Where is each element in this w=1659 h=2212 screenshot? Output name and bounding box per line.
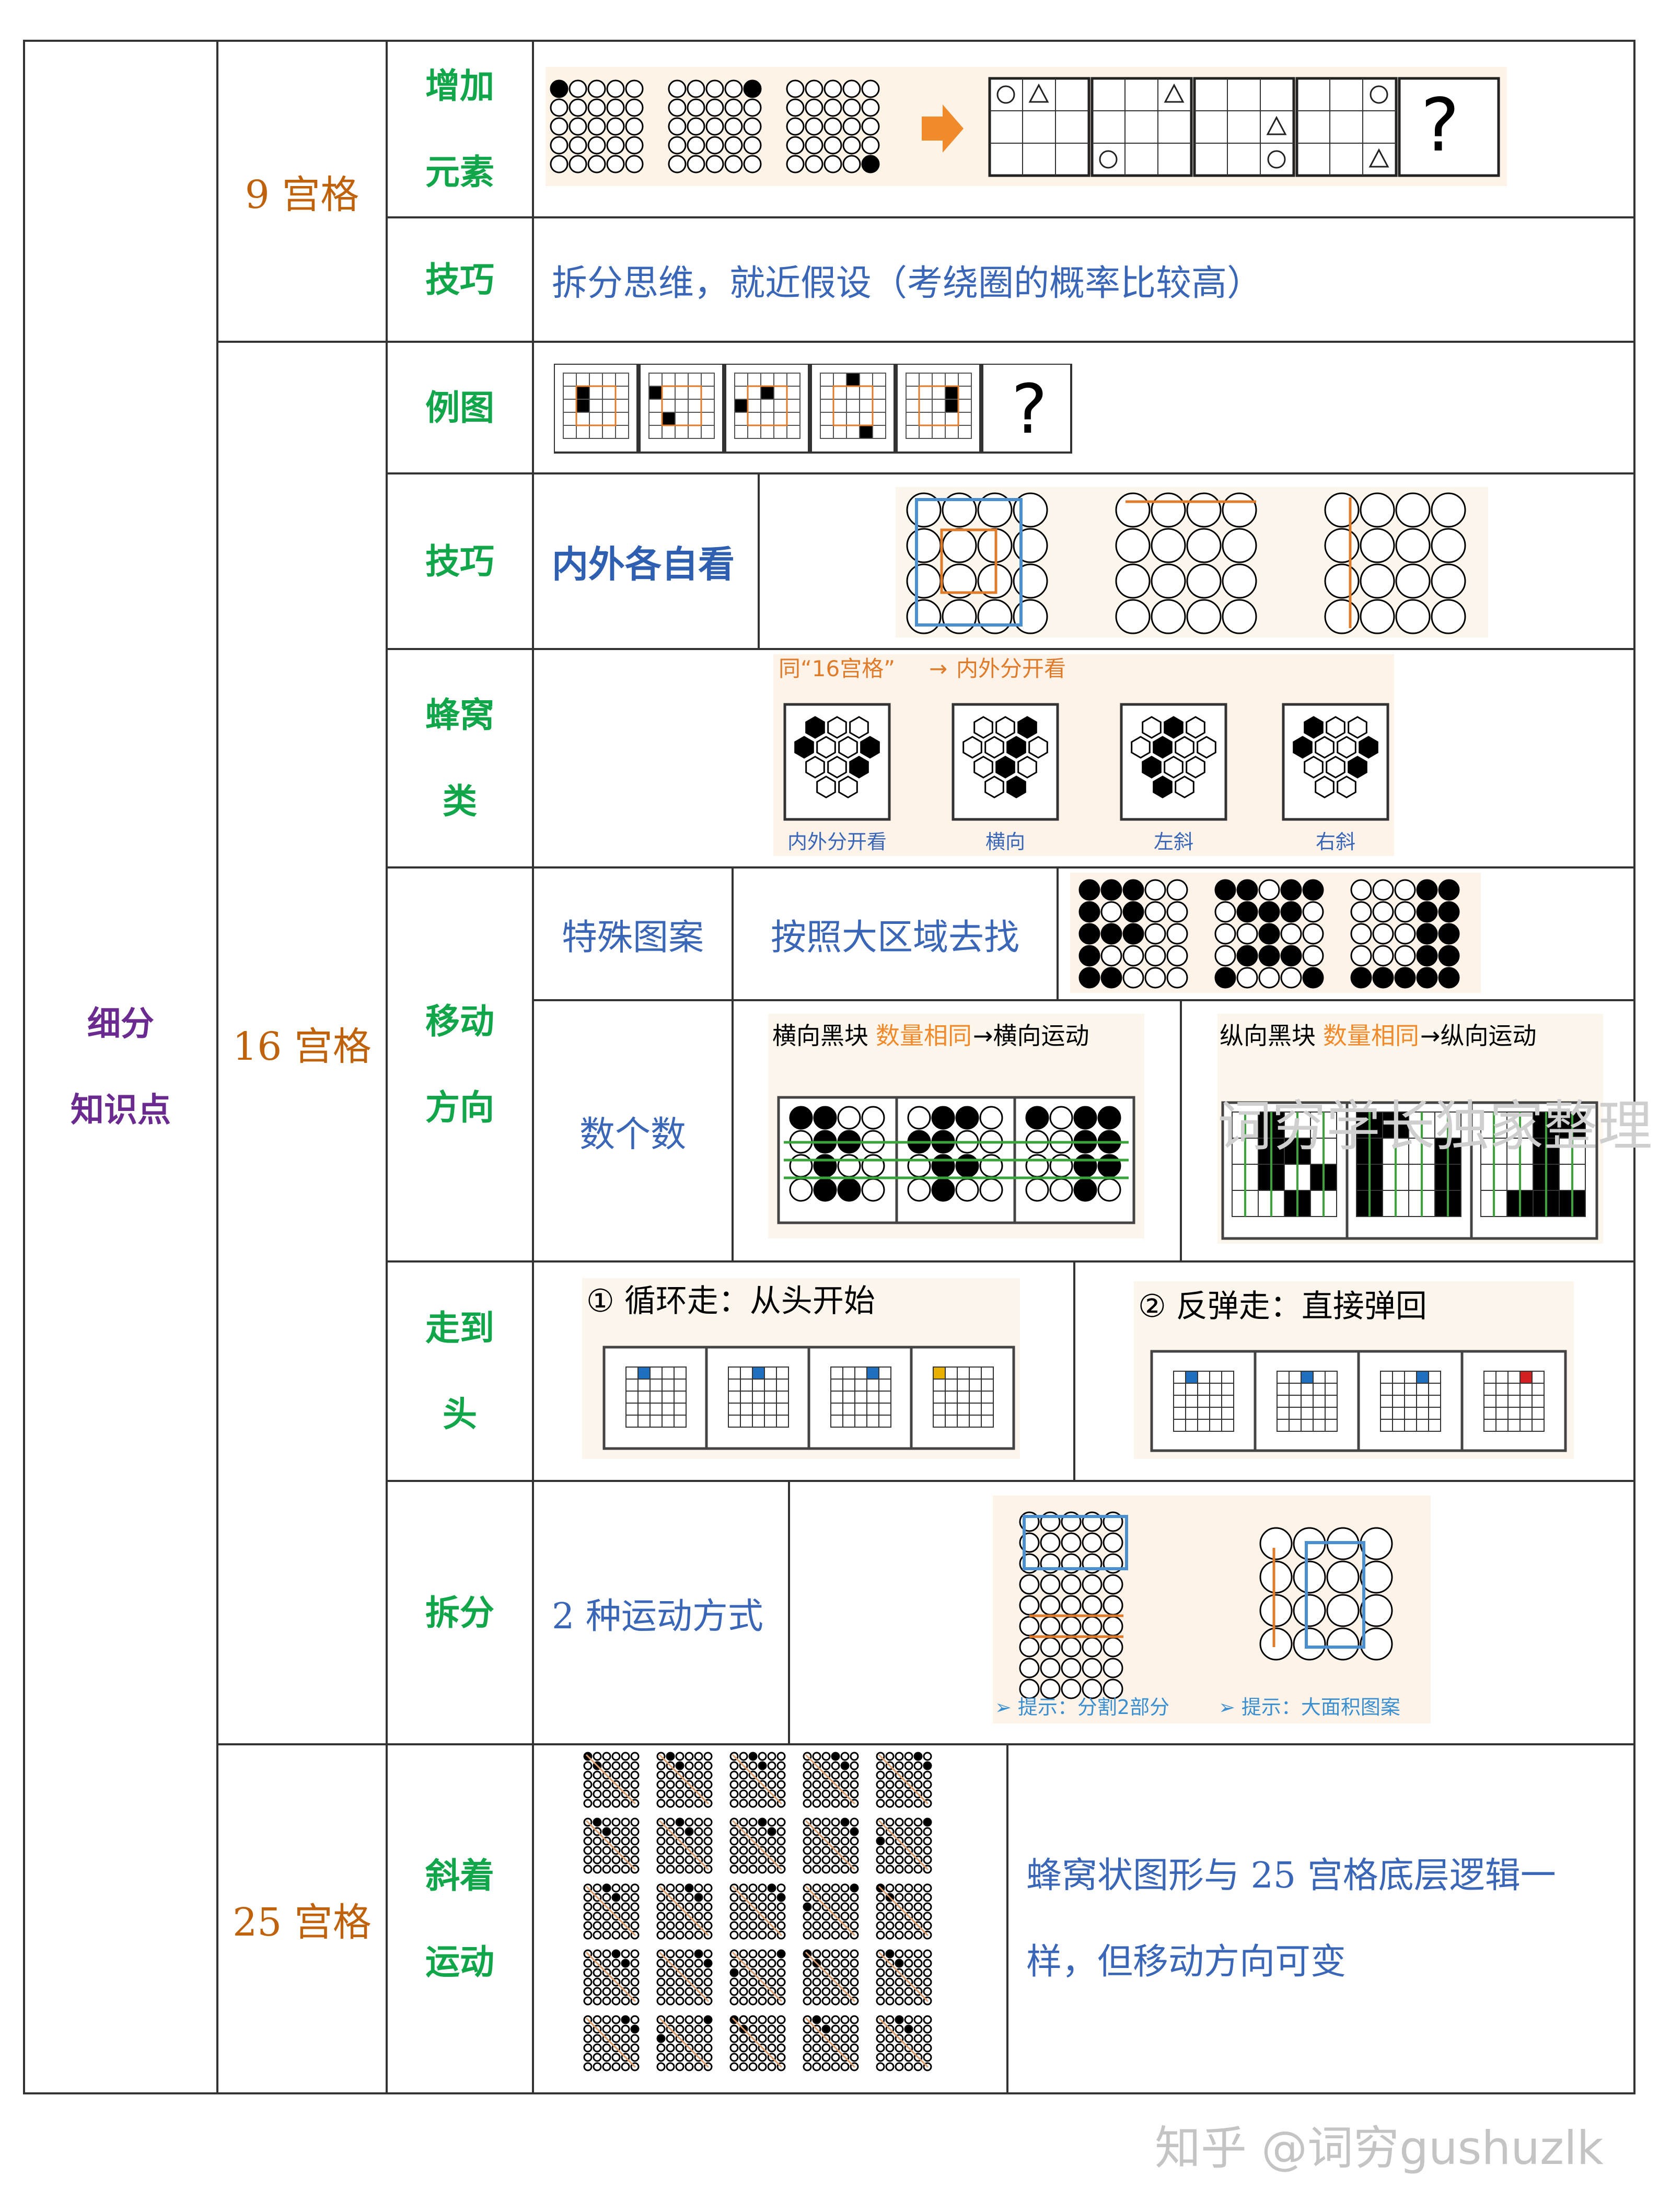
special-grid-3 (1350, 879, 1460, 989)
h-move-grids (789, 1106, 1121, 1202)
loop-walk-figure: ① 循环走：从头开始 (582, 1278, 1020, 1459)
h-caption-a: 横向黑块 (772, 1022, 868, 1050)
topic-move-l1: 移动 (425, 1001, 494, 1041)
topic-tip16-label: 技巧 (425, 540, 494, 582)
question-mark: ? (1421, 83, 1459, 168)
row-header-line2: 知识点 (71, 1091, 171, 1130)
v-caption-c: →纵向运动 (1420, 1022, 1537, 1050)
split-grid-b (1019, 1595, 1123, 1699)
honeycomb-cap-1: 横向 (985, 830, 1025, 853)
section-25: 25 宫格 (216, 1743, 388, 2094)
split-text: 2 种运动方式 (552, 1595, 763, 1637)
split-hint-2: ➢ 提示：大面积图案 (1219, 1696, 1400, 1719)
topic-move: 移动方向 (386, 866, 534, 1263)
topic-split: 拆分 (386, 1480, 534, 1745)
content-tip9: 拆分思维，就近假设（考绕圈的概率比较高） (532, 216, 1635, 343)
honeycomb-arrow: → (929, 656, 947, 681)
topic-add-element-l1: 增加 (425, 65, 494, 106)
tip9-text: 拆分思维，就近假设（考绕圈的概率比较高） (552, 262, 1263, 304)
symbol-grids (988, 77, 1500, 177)
special-grid-2 (1214, 879, 1324, 989)
bounce-walk-figure: ② 反弹走：直接弹回 (1134, 1281, 1574, 1459)
diagonal-text-cell: 蜂窝状图形与 25 宫格底层逻辑一样，但移动方向可变 (1006, 1743, 1635, 2094)
section-9-label: 9 宫格 (245, 172, 359, 217)
topic-diagonal-l2: 运动 (425, 1941, 494, 1982)
section-25-label: 25 宫格 (233, 1900, 372, 1945)
bounce-grids (1173, 1371, 1545, 1432)
v-caption-b: 数量相同 (1323, 1022, 1419, 1050)
horizontal-move-figure: 横向黑块 数量相同 →横向运动 (768, 1014, 1144, 1238)
topic-honeycomb-l2: 类 (443, 781, 477, 821)
topic-tip9-label: 技巧 (425, 259, 494, 300)
honeycomb-figure: 同“16宫格” → 内外分开看 内外分开看 横向 左斜 右斜 (773, 654, 1394, 856)
split-hint-1: ➢ 提示：分割2部分 (995, 1696, 1169, 1719)
topic-add-element: 增加元素 (386, 40, 534, 218)
tip16-figure (896, 487, 1488, 638)
topic-split-label: 拆分 (425, 1592, 494, 1633)
topic-walk-end-l2: 头 (443, 1394, 477, 1434)
move-count-text: 数个数 (579, 1114, 686, 1155)
tip16-text: 内外各自看 (552, 542, 735, 586)
honeycomb-cap-0: 内外分开看 (787, 830, 887, 853)
content-tip16-text: 内外各自看 (532, 472, 760, 650)
diagonal-grids (583, 1752, 932, 2071)
h-caption-c: →横向运动 (973, 1022, 1089, 1050)
section-16: 16 宫格 (216, 341, 388, 1745)
topic-walk-end-l1: 走到 (425, 1307, 494, 1348)
diagonal-text: 蜂窝状图形与 25 宫格底层逻辑一样，但移动方向可变 (1026, 1855, 1556, 1983)
v-move-grids (1232, 1111, 1586, 1217)
move-special-desc-cell: 按照大区域去找 (732, 866, 1059, 1001)
topic-move-l2: 方向 (425, 1087, 494, 1128)
honeycomb-caption-suffix: 内外分开看 (956, 656, 1066, 681)
topic-diagonal: 斜着运动 (386, 1743, 534, 2094)
topic-honeycomb-l1: 蜂窝 (425, 694, 494, 735)
honeycomb-caption-prefix: 同“16宫格” (779, 656, 895, 681)
example-figure: ? (554, 364, 1072, 454)
move-special-text: 特殊图案 (561, 917, 704, 958)
move-count-cell: 数个数 (532, 999, 734, 1263)
topic-tip9: 技巧 (386, 216, 534, 343)
loop-title: ① 循环走：从头开始 (586, 1283, 875, 1319)
topic-tip16: 技巧 (386, 472, 534, 650)
example-question-mark: ? (1012, 369, 1048, 449)
circle-grid-9a (550, 79, 644, 173)
topic-example: 例图 (386, 341, 534, 474)
split-grid-c (1259, 1527, 1393, 1661)
diagonal-figure (583, 1752, 932, 2071)
bounce-title: ② 反弹走：直接弹回 (1138, 1288, 1427, 1325)
topic-diagonal-l1: 斜着 (425, 1855, 494, 1896)
arrow-right-icon (922, 105, 964, 153)
row-header: 细分知识点 (23, 40, 218, 2094)
circle-grid-9b (668, 79, 762, 173)
topic-walk-end: 走到头 (386, 1260, 534, 1482)
special-pattern-figure (1070, 873, 1481, 993)
section-16-label: 16 宫格 (233, 1024, 372, 1069)
h-caption-b: 数量相同 (876, 1022, 972, 1050)
loop-grids (625, 1366, 994, 1428)
special-grid-1 (1078, 879, 1188, 989)
topic-add-element-l2: 元素 (425, 152, 494, 192)
split-text-cell: 2 种运动方式 (532, 1480, 790, 1745)
section-9: 9 宫格 (216, 40, 388, 343)
honeycomb-cap-2: 左斜 (1154, 830, 1193, 853)
watermark-mid: 词穷学长独家整理 (1217, 1094, 1653, 1158)
move-special-desc: 按照大区域去找 (770, 917, 1019, 958)
split-figure: ➢ 提示：分割2部分 ➢ 提示：大面积图案 (993, 1496, 1431, 1723)
vertical-move-figure: 纵向黑块 数量相同 →纵向运动 (1217, 1014, 1603, 1244)
v-caption-a: 纵向黑块 (1220, 1022, 1316, 1050)
topic-honeycomb: 蜂窝类 (386, 648, 534, 868)
watermark-bottom: 知乎 @词穷gushuzlk (1155, 2121, 1604, 2175)
add-element-figure: ? (546, 67, 1507, 186)
row-header-line1: 细分 (87, 1004, 154, 1044)
example-grids (554, 364, 1072, 454)
hex-panels (783, 703, 1389, 821)
move-special-cell: 特殊图案 (532, 866, 734, 1001)
circle-grid-9c (786, 79, 880, 173)
honeycomb-cap-3: 右斜 (1316, 830, 1355, 853)
topic-example-label: 例图 (425, 387, 494, 428)
